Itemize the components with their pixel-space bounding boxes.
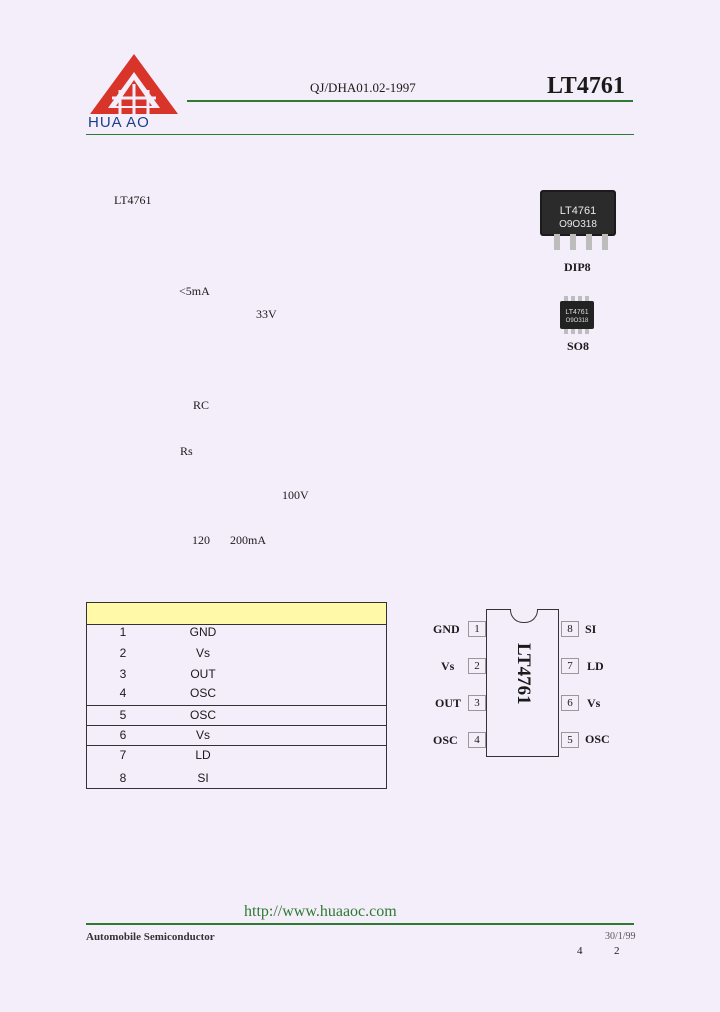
so8-marking-line1: LT4761 <box>565 309 588 316</box>
pin-label-left: OUT <box>435 696 462 710</box>
logo-text: HUA AO <box>88 114 150 131</box>
footer-date: 30/1/99 <box>605 931 636 942</box>
so8-label: SO8 <box>567 339 590 353</box>
header-rule <box>187 100 633 102</box>
pin-label-right: Vs <box>587 696 601 710</box>
current-spec: <5mA <box>179 284 210 298</box>
pin-table: 1 GND 2 Vs 3 OUT 4 OSC 5 OSC 6 Vs 7 LD 8… <box>86 602 387 789</box>
high-voltage-spec: 100V <box>282 488 309 502</box>
ic-pinout-body: LT4761 <box>486 609 559 757</box>
pin-number: 2 <box>119 646 127 660</box>
pin-number: 1 <box>119 625 127 639</box>
header-divider <box>86 134 634 135</box>
pin-number-box: 1 <box>468 621 486 637</box>
so8-marking-line2: O9O318 <box>566 318 589 324</box>
page-total: 2 <box>614 945 620 957</box>
pin-number-box: 4 <box>468 732 486 748</box>
row-divider <box>87 745 386 746</box>
pin-number-box: 7 <box>561 658 579 674</box>
pin-name: Vs <box>195 646 210 660</box>
company-division: Automobile Semiconductor <box>86 931 215 943</box>
pin-name: LD <box>195 748 211 762</box>
current-range-low: 120 <box>192 533 210 547</box>
so8-package-image: LT4761 O9O318 <box>560 296 594 334</box>
pin-name: OUT <box>190 667 216 681</box>
pin-label-right: LD <box>587 659 604 673</box>
part-number-title: LT4761 <box>547 73 625 99</box>
pin-name: SI <box>197 771 209 785</box>
pin-name: OSC <box>189 708 216 722</box>
pin-number: 8 <box>119 771 127 785</box>
dip8-package-image: LT4761 O9O318 <box>540 190 616 250</box>
dip8-marking-line1: LT4761 <box>560 205 597 217</box>
row-divider <box>87 705 386 706</box>
pin-number: 6 <box>119 728 127 742</box>
dip8-label: DIP8 <box>564 260 591 274</box>
pin-number: 7 <box>119 748 127 762</box>
rs-spec: Rs <box>180 444 193 458</box>
pin-name: OSC <box>189 686 216 700</box>
company-url-link[interactable]: http://www.huaaoc.com <box>244 903 397 920</box>
pin-label-left: Vs <box>441 659 455 673</box>
rc-spec: RC <box>193 398 210 412</box>
pin-number-box: 5 <box>561 732 579 748</box>
pin-number: 5 <box>119 708 127 722</box>
pin-label-right: SI <box>585 622 597 636</box>
company-logo <box>90 54 178 114</box>
pin1-notch <box>510 609 538 623</box>
footer-rule <box>86 923 634 925</box>
pin-number-box: 6 <box>561 695 579 711</box>
pin-table-header <box>87 603 386 625</box>
pin-number-box: 2 <box>468 658 486 674</box>
row-divider <box>87 725 386 726</box>
chip-label: LT4761 <box>513 643 534 705</box>
pin-number-box: 3 <box>468 695 486 711</box>
pin-number-box: 8 <box>561 621 579 637</box>
pin-name: GND <box>189 625 217 639</box>
dip8-marking-line2: O9O318 <box>559 219 597 230</box>
pin-label-right: OSC <box>585 732 610 746</box>
pin-number: 4 <box>119 686 127 700</box>
pin-label-left: OSC <box>433 733 458 747</box>
current-range-high: 200mA <box>230 533 266 547</box>
document-code: QJ/DHA01.02-1997 <box>310 80 416 95</box>
pin-name: Vs <box>195 728 210 742</box>
intro-part-name: LT4761 <box>114 193 152 207</box>
voltage-spec: 33V <box>256 307 277 321</box>
pin-number: 3 <box>119 667 127 681</box>
pin-label-left: GND <box>433 622 460 636</box>
page-number: 4 <box>577 945 583 957</box>
